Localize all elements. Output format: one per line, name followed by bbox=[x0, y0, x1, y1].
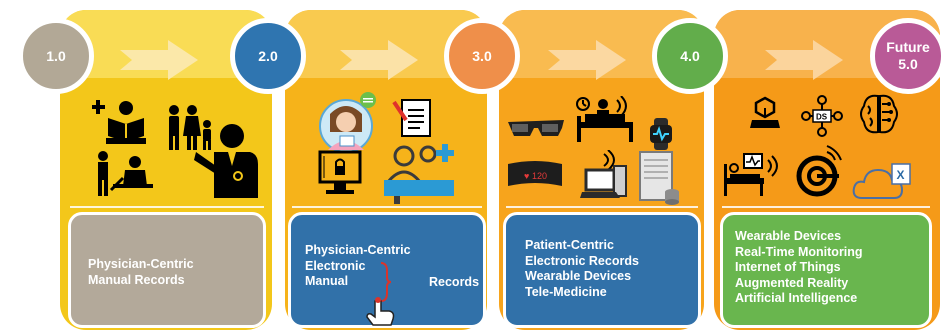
vr-headset-icon bbox=[750, 96, 780, 128]
stage-badge-2: 2.0 bbox=[230, 18, 306, 94]
smartwatch-icon bbox=[650, 118, 672, 150]
arrow-icon bbox=[765, 40, 843, 80]
divider-line bbox=[506, 206, 698, 208]
divider-line bbox=[722, 206, 930, 208]
stage-3-description: Patient-Centric Electronic Records Weara… bbox=[503, 212, 701, 328]
patient-consultation-icon bbox=[98, 151, 153, 196]
hand-pointer-icon bbox=[366, 297, 395, 326]
family-icon bbox=[169, 105, 211, 150]
brace-icon bbox=[380, 262, 392, 302]
document-pen-icon bbox=[392, 99, 431, 137]
heart-rate-band-icon: ♥ 120 bbox=[508, 161, 562, 186]
arrow-icon bbox=[120, 40, 198, 80]
data-science-network-icon: DS bbox=[801, 95, 843, 137]
ai-brain-icon bbox=[860, 94, 898, 134]
remote-patient-monitor-icon bbox=[724, 153, 778, 196]
stage-badge-3: 3.0 bbox=[444, 18, 520, 94]
stage-4-description: Wearable Devices Real-Time Monitoring In… bbox=[720, 212, 932, 328]
arrow-icon bbox=[340, 40, 418, 80]
secure-computer-icon bbox=[318, 150, 362, 194]
excel-letter: X bbox=[897, 168, 905, 182]
ds-label: DS bbox=[816, 113, 828, 122]
svg-text:♥: ♥ bbox=[524, 171, 529, 181]
nurse-with-tablet-icon bbox=[319, 92, 376, 153]
stage-2-description: Physician-Centric Electronic Manual Reco… bbox=[288, 212, 486, 328]
iot-sensor-icon bbox=[796, 145, 842, 197]
divider-line bbox=[292, 206, 482, 208]
doctor-reading-record-icon bbox=[92, 100, 146, 144]
doctor-desk-icon bbox=[384, 144, 454, 204]
divider-line bbox=[70, 206, 264, 208]
heart-rate-value: 120 bbox=[532, 171, 547, 181]
smart-glasses-icon bbox=[508, 120, 564, 136]
stage-badge-4: 4.0 bbox=[652, 18, 728, 94]
stage-badge-1: 1.0 bbox=[18, 18, 94, 94]
cloud-excel-icon: X bbox=[852, 163, 911, 199]
patient-monitoring-icon bbox=[576, 96, 633, 142]
doctor-icon bbox=[194, 124, 258, 198]
wireless-computer-icon bbox=[580, 150, 627, 198]
server-database-icon bbox=[639, 151, 679, 205]
arrow-icon bbox=[548, 40, 626, 80]
stage-1-description: Physician-Centric Manual Records bbox=[68, 212, 266, 328]
